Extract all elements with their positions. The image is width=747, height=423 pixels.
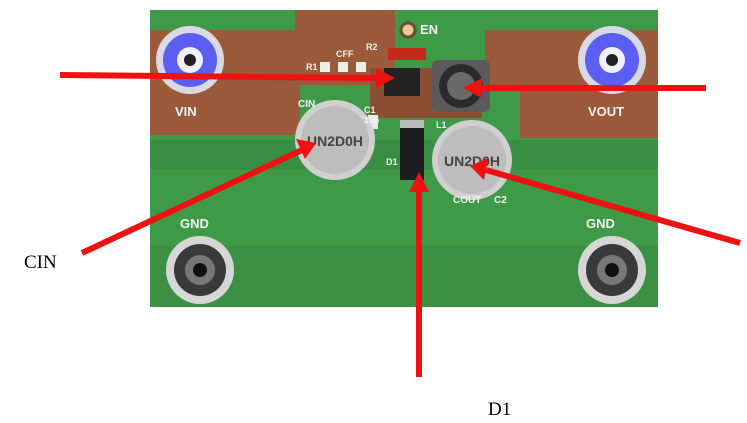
arrowhead-cout xyxy=(470,158,488,180)
callout-d1-label: D1 xyxy=(488,399,512,420)
silk-c1-value: 105 xyxy=(364,115,379,125)
silk-cff: CFF xyxy=(336,49,354,59)
silk-c2: C2 xyxy=(494,195,507,206)
silk-r2: R2 xyxy=(366,42,378,52)
silk-vin: VIN xyxy=(175,104,197,119)
silk-cin: CIN xyxy=(298,99,315,110)
gnd-terminal-left xyxy=(166,236,234,304)
silk-gnd-right: GND xyxy=(586,216,615,231)
silk-vout: VOUT xyxy=(588,104,624,119)
d1-diode xyxy=(400,120,424,180)
arrowhead-d1 xyxy=(409,172,429,192)
arrow-cout xyxy=(485,167,741,246)
silk-c1: C1 xyxy=(364,105,376,115)
d1-band xyxy=(400,120,424,128)
r1-pad xyxy=(320,62,330,72)
silk-d1: D1 xyxy=(386,157,398,167)
callout-arrows xyxy=(59,68,741,377)
vin-terminal xyxy=(156,26,224,94)
cin-capacitor: UN2D0H xyxy=(295,100,375,180)
silk-cout: COUT xyxy=(453,195,481,206)
arrowhead-cin xyxy=(296,139,316,159)
cout-capacitor: UN2D0H xyxy=(432,120,512,200)
cin-cap-marking: UN2D0H xyxy=(307,133,363,149)
silk-l1: L1 xyxy=(436,120,447,130)
callout-cin-label: CIN xyxy=(24,252,57,273)
vout-terminal xyxy=(578,26,646,94)
pcb-shade xyxy=(150,245,658,307)
c1-capacitor xyxy=(368,115,378,129)
l1-inductor xyxy=(432,60,490,112)
arrowhead-inductor xyxy=(463,78,482,98)
arrow-cin xyxy=(80,147,304,256)
ic-chip xyxy=(384,68,420,96)
arrow-ic xyxy=(59,72,381,81)
en-testpoint xyxy=(399,21,417,39)
silk-r1: R1 xyxy=(306,62,318,72)
silk-gnd-left: GND xyxy=(180,216,209,231)
arrowhead-ic xyxy=(376,68,395,88)
silk-en: EN xyxy=(420,22,438,37)
r2-pad xyxy=(356,62,366,72)
gnd-terminal-right xyxy=(578,236,646,304)
cff-pad xyxy=(338,62,348,72)
r2-resistor xyxy=(388,48,426,60)
